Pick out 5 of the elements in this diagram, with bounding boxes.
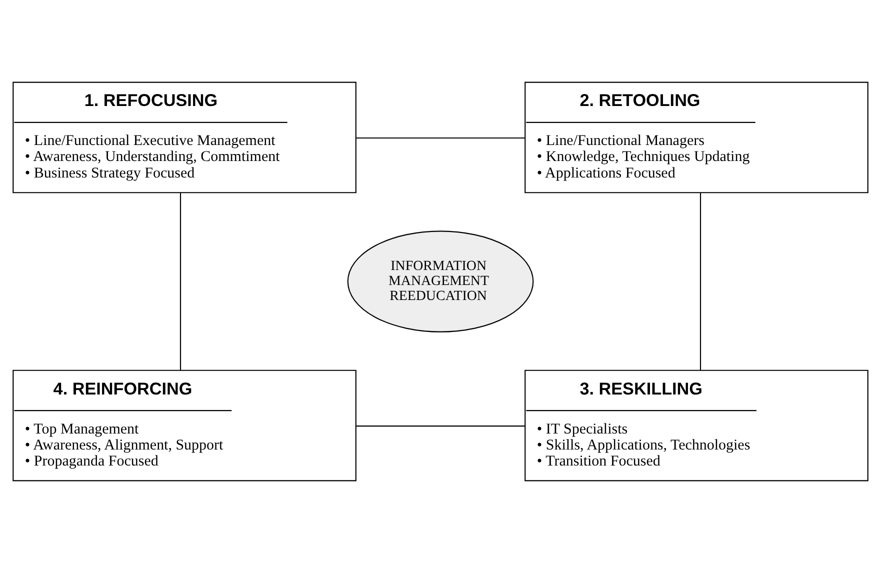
connector [356,425,525,426]
connector [180,192,182,370]
node-ellipse: INFORMATION MANAGEMENT REEDUCATION [347,230,534,332]
connector [700,192,702,370]
connector [356,136,525,138]
